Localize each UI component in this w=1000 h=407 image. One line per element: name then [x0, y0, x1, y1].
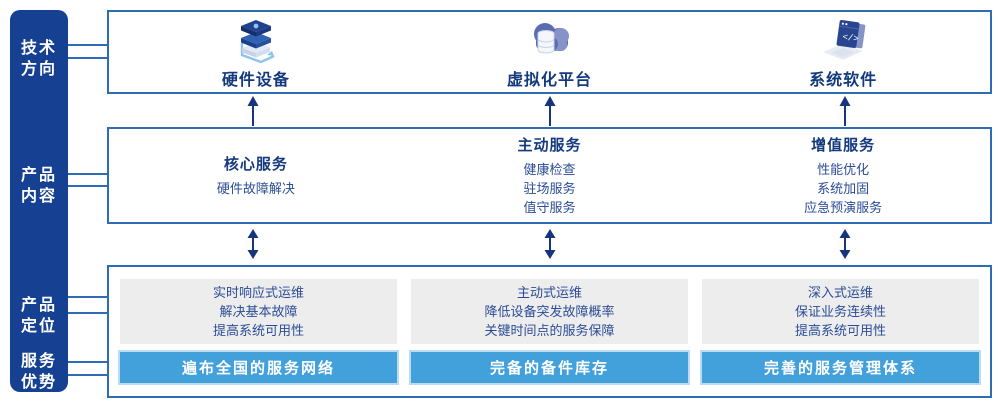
- code-window-icon: </>: [818, 15, 868, 63]
- product-content-box: 核心服务 硬件故障解决 主动服务 健康检查 驻场服务 值守服务 增值服务 性能优…: [107, 127, 992, 224]
- up-arrow: [543, 96, 557, 126]
- tech-label: 系统软件: [809, 71, 878, 89]
- connector-line: [68, 57, 107, 59]
- service-item: 值守服务: [523, 200, 576, 215]
- positioning-panel: 深入式运维 保证业务连续性 提高系统可用性: [702, 279, 979, 345]
- connector-line: [68, 361, 107, 363]
- positioning-panel: 主动式运维 降低设备突发故障概率 关键时间点的服务保障: [411, 279, 688, 345]
- tech-item-system-software: </> 系统软件: [696, 12, 990, 92]
- advantage-bar: 遍布全国的服务网络: [118, 350, 399, 385]
- positioning-line: 关键时间点的服务保障: [484, 323, 615, 339]
- service-item: 健康检查: [523, 162, 576, 177]
- server-stack-icon: [232, 15, 280, 63]
- service-column-core: 核心服务 硬件故障解决: [109, 129, 403, 222]
- connector-line: [68, 312, 107, 314]
- positioning-line: 主动式运维: [516, 285, 582, 301]
- tech-direction-box: 硬件设备 虚拟化平台: [107, 10, 992, 94]
- up-arrow: [246, 96, 260, 126]
- connector-line: [68, 185, 107, 187]
- service-title: 核心服务: [223, 156, 288, 173]
- positioning-advantage-box: 实时响应式运维 解决基本故障 提高系统可用性 遍布全国的服务网络 主动式运维 降…: [107, 265, 992, 398]
- up-arrow: [838, 96, 852, 126]
- positioning-column-realtime: 实时响应式运维 解决基本故障 提高系统可用性 遍布全国的服务网络: [118, 279, 399, 385]
- positioning-line: 提高系统可用性: [794, 323, 886, 339]
- positioning-line: 提高系统可用性: [212, 323, 304, 339]
- service-item: 应急预演服务: [804, 200, 883, 215]
- service-column-proactive: 主动服务 健康检查 驻场服务 值守服务: [403, 129, 697, 222]
- sidebar-item-product-content: 产品 内容: [10, 165, 68, 207]
- connector-line: [68, 173, 107, 175]
- sidebar-label-line: 产品: [20, 297, 57, 314]
- service-item: 系统加固: [817, 181, 870, 196]
- tech-label: 虚拟化平台: [507, 71, 593, 89]
- positioning-line: 实时响应式运维: [212, 285, 304, 301]
- sidebar-item-service-advantage: 服务 优势: [10, 351, 68, 393]
- cloud-database-icon: [525, 15, 575, 63]
- service-title: 主动服务: [517, 137, 582, 154]
- positioning-line: 保证业务连续性: [794, 304, 886, 320]
- sidebar-label-line: 服务: [20, 353, 57, 370]
- service-title: 增值服务: [811, 137, 876, 154]
- sidebar-label-line: 定位: [20, 318, 57, 335]
- sidebar-item-product-positioning: 产品 定位: [10, 295, 68, 337]
- service-column-value-added: 增值服务 性能优化 系统加固 应急预演服务: [696, 129, 990, 222]
- positioning-panel: 实时响应式运维 解决基本故障 提高系统可用性: [120, 279, 397, 345]
- positioning-column-deep: 深入式运维 保证业务连续性 提高系统可用性 完善的服务管理体系: [700, 279, 981, 385]
- connector-line: [68, 374, 107, 376]
- service-item: 驻场服务: [523, 181, 576, 196]
- sidebar-label-line: 内容: [20, 188, 57, 205]
- service-item: 硬件故障解决: [216, 181, 295, 196]
- tech-item-virtualization: 虚拟化平台: [403, 12, 697, 92]
- connector-line: [68, 44, 107, 46]
- tech-item-hardware: 硬件设备: [109, 12, 403, 92]
- sidebar: 技术 方向 产品 内容 产品 定位 服务 优势: [10, 10, 68, 392]
- connector-line: [68, 296, 107, 298]
- double-arrow: [838, 229, 852, 259]
- positioning-line: 降低设备突发故障概率: [484, 304, 615, 320]
- tech-label: 硬件设备: [221, 71, 290, 89]
- double-arrow: [246, 229, 260, 259]
- positioning-column-proactive: 主动式运维 降低设备突发故障概率 关键时间点的服务保障 完备的备件库存: [409, 279, 690, 385]
- advantage-bar: 完善的服务管理体系: [700, 350, 981, 385]
- positioning-line: 深入式运维: [807, 285, 873, 301]
- sidebar-label-line: 方向: [20, 61, 57, 78]
- svg-text:</>: </>: [842, 32, 859, 44]
- service-item: 性能优化: [817, 162, 870, 177]
- sidebar-label-line: 产品: [20, 167, 57, 184]
- sidebar-label-line: 优势: [20, 374, 57, 391]
- sidebar-label-line: 技术: [20, 40, 57, 57]
- advantage-bar: 完备的备件库存: [409, 350, 690, 385]
- positioning-line: 解决基本故障: [219, 304, 298, 320]
- sidebar-item-tech-direction: 技术 方向: [10, 38, 68, 80]
- double-arrow: [543, 229, 557, 259]
